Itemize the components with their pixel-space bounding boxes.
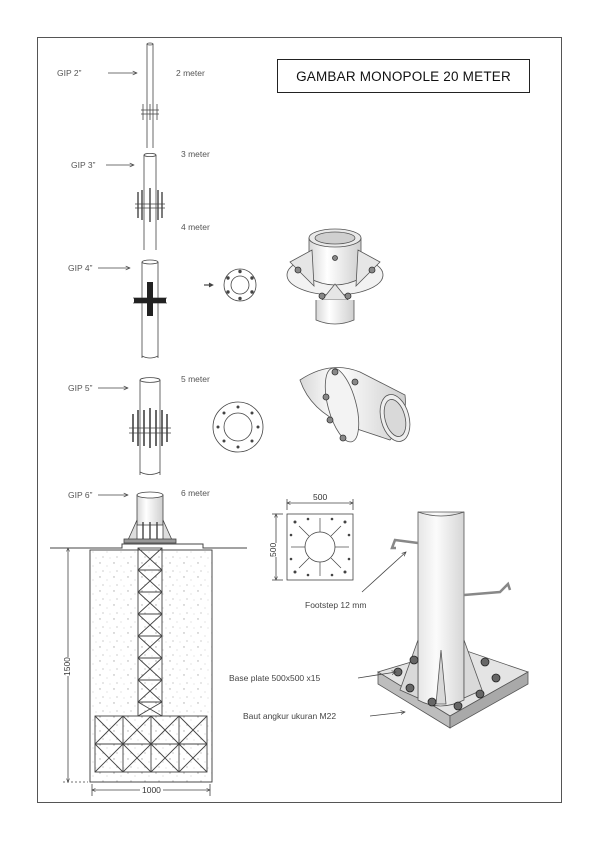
foundation-width-dimension: 1000 (140, 785, 163, 795)
footstep-callout: Footstep 12 mm (305, 600, 367, 610)
pole-base-3d (357, 511, 529, 729)
gip4-label: GIP 4” (68, 263, 93, 273)
plate-height-dimension: 500 (268, 542, 278, 557)
gip4-flange-ring (204, 268, 257, 302)
gip2-length: 2 meter (176, 68, 205, 78)
drawing-frame (37, 37, 562, 803)
gip5-flange-ring (212, 401, 264, 453)
gip6-length: 6 meter (181, 488, 210, 498)
gip6-label: GIP 6” (68, 490, 93, 500)
title-box: GAMBAR MONOPOLE 20 METER (277, 59, 530, 93)
gip3-pipe (135, 152, 165, 250)
gip5-pipe (129, 377, 171, 475)
anchor-bolt-callout: Baut angkur ukuran M22 (243, 711, 337, 721)
foundation-depth-dimension: 1500 (62, 657, 72, 676)
gip3-label: GIP 3” (71, 160, 96, 170)
gip4-length: 4 meter (181, 222, 210, 232)
flange-3d-gip5 (299, 367, 411, 443)
flange-3d-gip4 (286, 228, 384, 325)
gip2-pipe (141, 42, 159, 148)
gip-pointer-arrows (98, 73, 137, 495)
gip5-label: GIP 5” (68, 383, 93, 393)
gip2-label: GIP 2” (57, 68, 82, 78)
gip4-pipe (133, 259, 167, 359)
gip5-length: 5 meter (181, 374, 210, 384)
base-plate-plan (272, 499, 354, 581)
gip3-length: 3 meter (181, 149, 210, 159)
base-plate-callout: Base plate 500x500 x15 (229, 673, 321, 683)
plate-width-dimension: 500 (312, 492, 329, 502)
drawing-title: GAMBAR MONOPOLE 20 METER (296, 68, 511, 84)
foundation-section (50, 491, 247, 796)
